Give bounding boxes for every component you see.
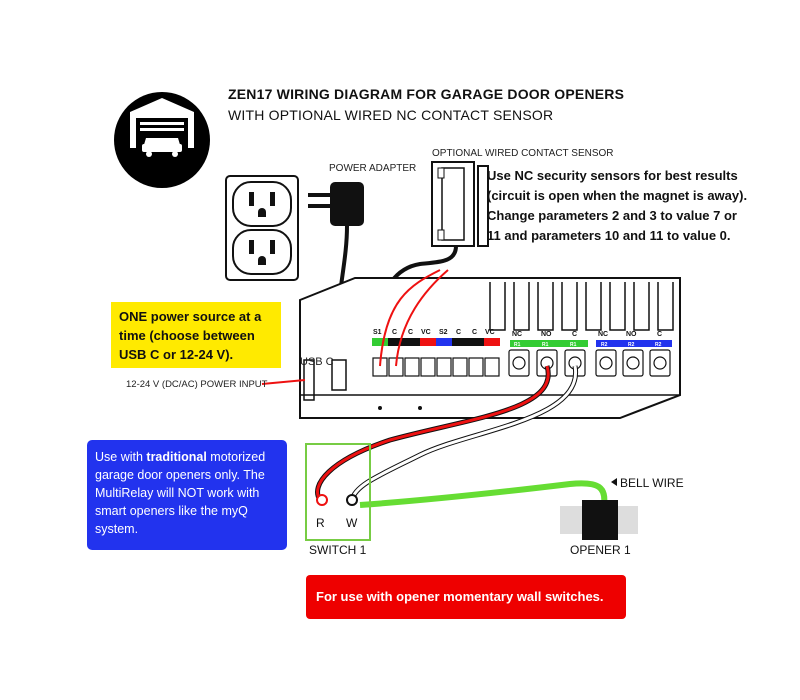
opener-icon	[560, 500, 638, 540]
relay-tag: R2	[601, 342, 608, 348]
relay-tag: R1	[570, 342, 577, 348]
momentary-switch-note: For use with opener momentary wall switc…	[306, 575, 626, 619]
power-note-prefix: ONE	[119, 309, 148, 324]
power-source-note: ONE power source at a time (choose betwe…	[111, 302, 281, 368]
switch-w-label: W	[346, 516, 358, 530]
terminal-label: S1	[373, 329, 382, 336]
compat-note-bold: traditional	[146, 450, 207, 464]
terminal-label: NO	[626, 331, 637, 338]
switch-box	[305, 443, 371, 541]
terminal-labels: S1 C C VC S2 C C VC NC NO C NC NO C R1 R…	[373, 329, 662, 348]
sensor-red-wires	[379, 269, 449, 367]
relay-tag: R2	[655, 342, 662, 348]
wall-outlet-icon	[225, 175, 299, 281]
terminal-label: NC	[512, 331, 522, 338]
switch-terminal-r	[316, 494, 328, 506]
terminal-label: C	[472, 329, 477, 336]
switch-r-label: R	[316, 516, 325, 530]
power-note-text: power source at a time (choose between U…	[119, 309, 262, 362]
bell-wire-label: BELL WIRE	[620, 476, 684, 490]
power-input-label: 12-24 V (DC/AC) POWER INPUT	[126, 379, 268, 390]
relay-tag: R2	[628, 342, 635, 348]
compat-note-text-2: motorized garage door openers only. The …	[95, 450, 266, 536]
contact-sensor-label: OPTIONAL WIRED CONTACT SENSOR	[432, 148, 614, 159]
diagram-title: ZEN17 WIRING DIAGRAM FOR GARAGE DOOR OPE…	[228, 86, 625, 102]
terminal-label: C	[456, 329, 461, 336]
terminal-label: VC	[485, 329, 495, 336]
terminal-label: VC	[421, 329, 431, 336]
terminal-label: S2	[439, 329, 448, 336]
bell-wire-arrow-icon	[611, 478, 617, 486]
opener-label: OPENER 1	[570, 543, 631, 557]
garage-icon	[114, 92, 210, 188]
relay-tag: R1	[542, 342, 549, 348]
compat-note-text-1: Use with	[95, 450, 147, 464]
usb-c-label: USB C	[300, 356, 334, 368]
diagram-subtitle: WITH OPTIONAL WIRED NC CONTACT SENSOR	[228, 107, 554, 123]
terminal-label: NC	[598, 331, 608, 338]
sensor-note: Use NC security sensors for best results…	[487, 168, 748, 243]
terminal-label: C	[657, 331, 662, 338]
relay-tag: R1	[514, 342, 521, 348]
power-adapter-label: POWER ADAPTER	[329, 163, 417, 174]
terminal-label: NO	[541, 331, 552, 338]
power-input-wire	[261, 379, 306, 385]
terminal-label: C	[392, 329, 397, 336]
zen17-device	[299, 277, 681, 419]
switch-label: SWITCH 1	[309, 543, 367, 557]
terminal-label: C	[408, 329, 413, 336]
switch-terminal-w	[346, 494, 358, 506]
terminal-label: C	[572, 331, 577, 338]
bell-wire	[359, 480, 608, 508]
compatibility-note: Use with traditional motorized garage do…	[87, 440, 287, 550]
